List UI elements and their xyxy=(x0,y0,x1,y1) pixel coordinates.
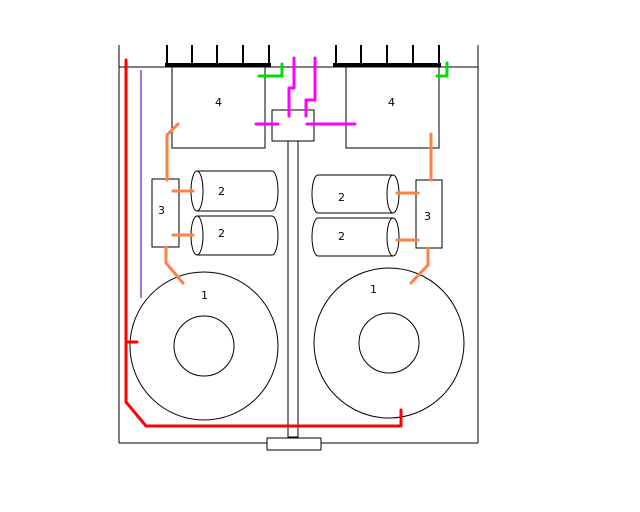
capacitor-left-bottom: 2 xyxy=(190,215,279,256)
capacitor-right-top-label: 2 xyxy=(338,191,345,204)
module-right-label: 4 xyxy=(388,96,395,109)
rectifier-right: 3 xyxy=(415,179,443,249)
transformer-left-label: 1 xyxy=(201,289,208,302)
rectifier-left-label: 3 xyxy=(158,204,165,217)
capacitor-right-bottom-label: 2 xyxy=(338,230,345,243)
capacitor-left-top: 2 xyxy=(190,170,279,212)
rectifier-left: 3 xyxy=(151,178,180,248)
module-right: 4 xyxy=(345,66,440,149)
rectifier-right-label: 3 xyxy=(424,210,431,223)
capacitor-left-top-label: 2 xyxy=(218,185,225,198)
terminal-strip-left xyxy=(165,45,271,67)
module-left: 4 xyxy=(171,66,266,149)
center-post xyxy=(266,109,322,451)
capacitor-right-top: 2 xyxy=(311,174,400,214)
transformer-left: 1 xyxy=(129,271,279,421)
ground-wire xyxy=(124,58,403,428)
module-left-label: 4 xyxy=(215,96,222,109)
green-wires xyxy=(257,61,449,78)
capacitor-left-bottom-label: 2 xyxy=(218,227,225,240)
terminal-strip-right xyxy=(333,45,441,67)
orange-wires xyxy=(164,122,433,285)
magenta-wires xyxy=(254,56,357,126)
transformer-right-label: 1 xyxy=(370,283,377,296)
transformer-right: 1 xyxy=(313,267,465,419)
capacitor-right-bottom: 2 xyxy=(311,217,400,257)
